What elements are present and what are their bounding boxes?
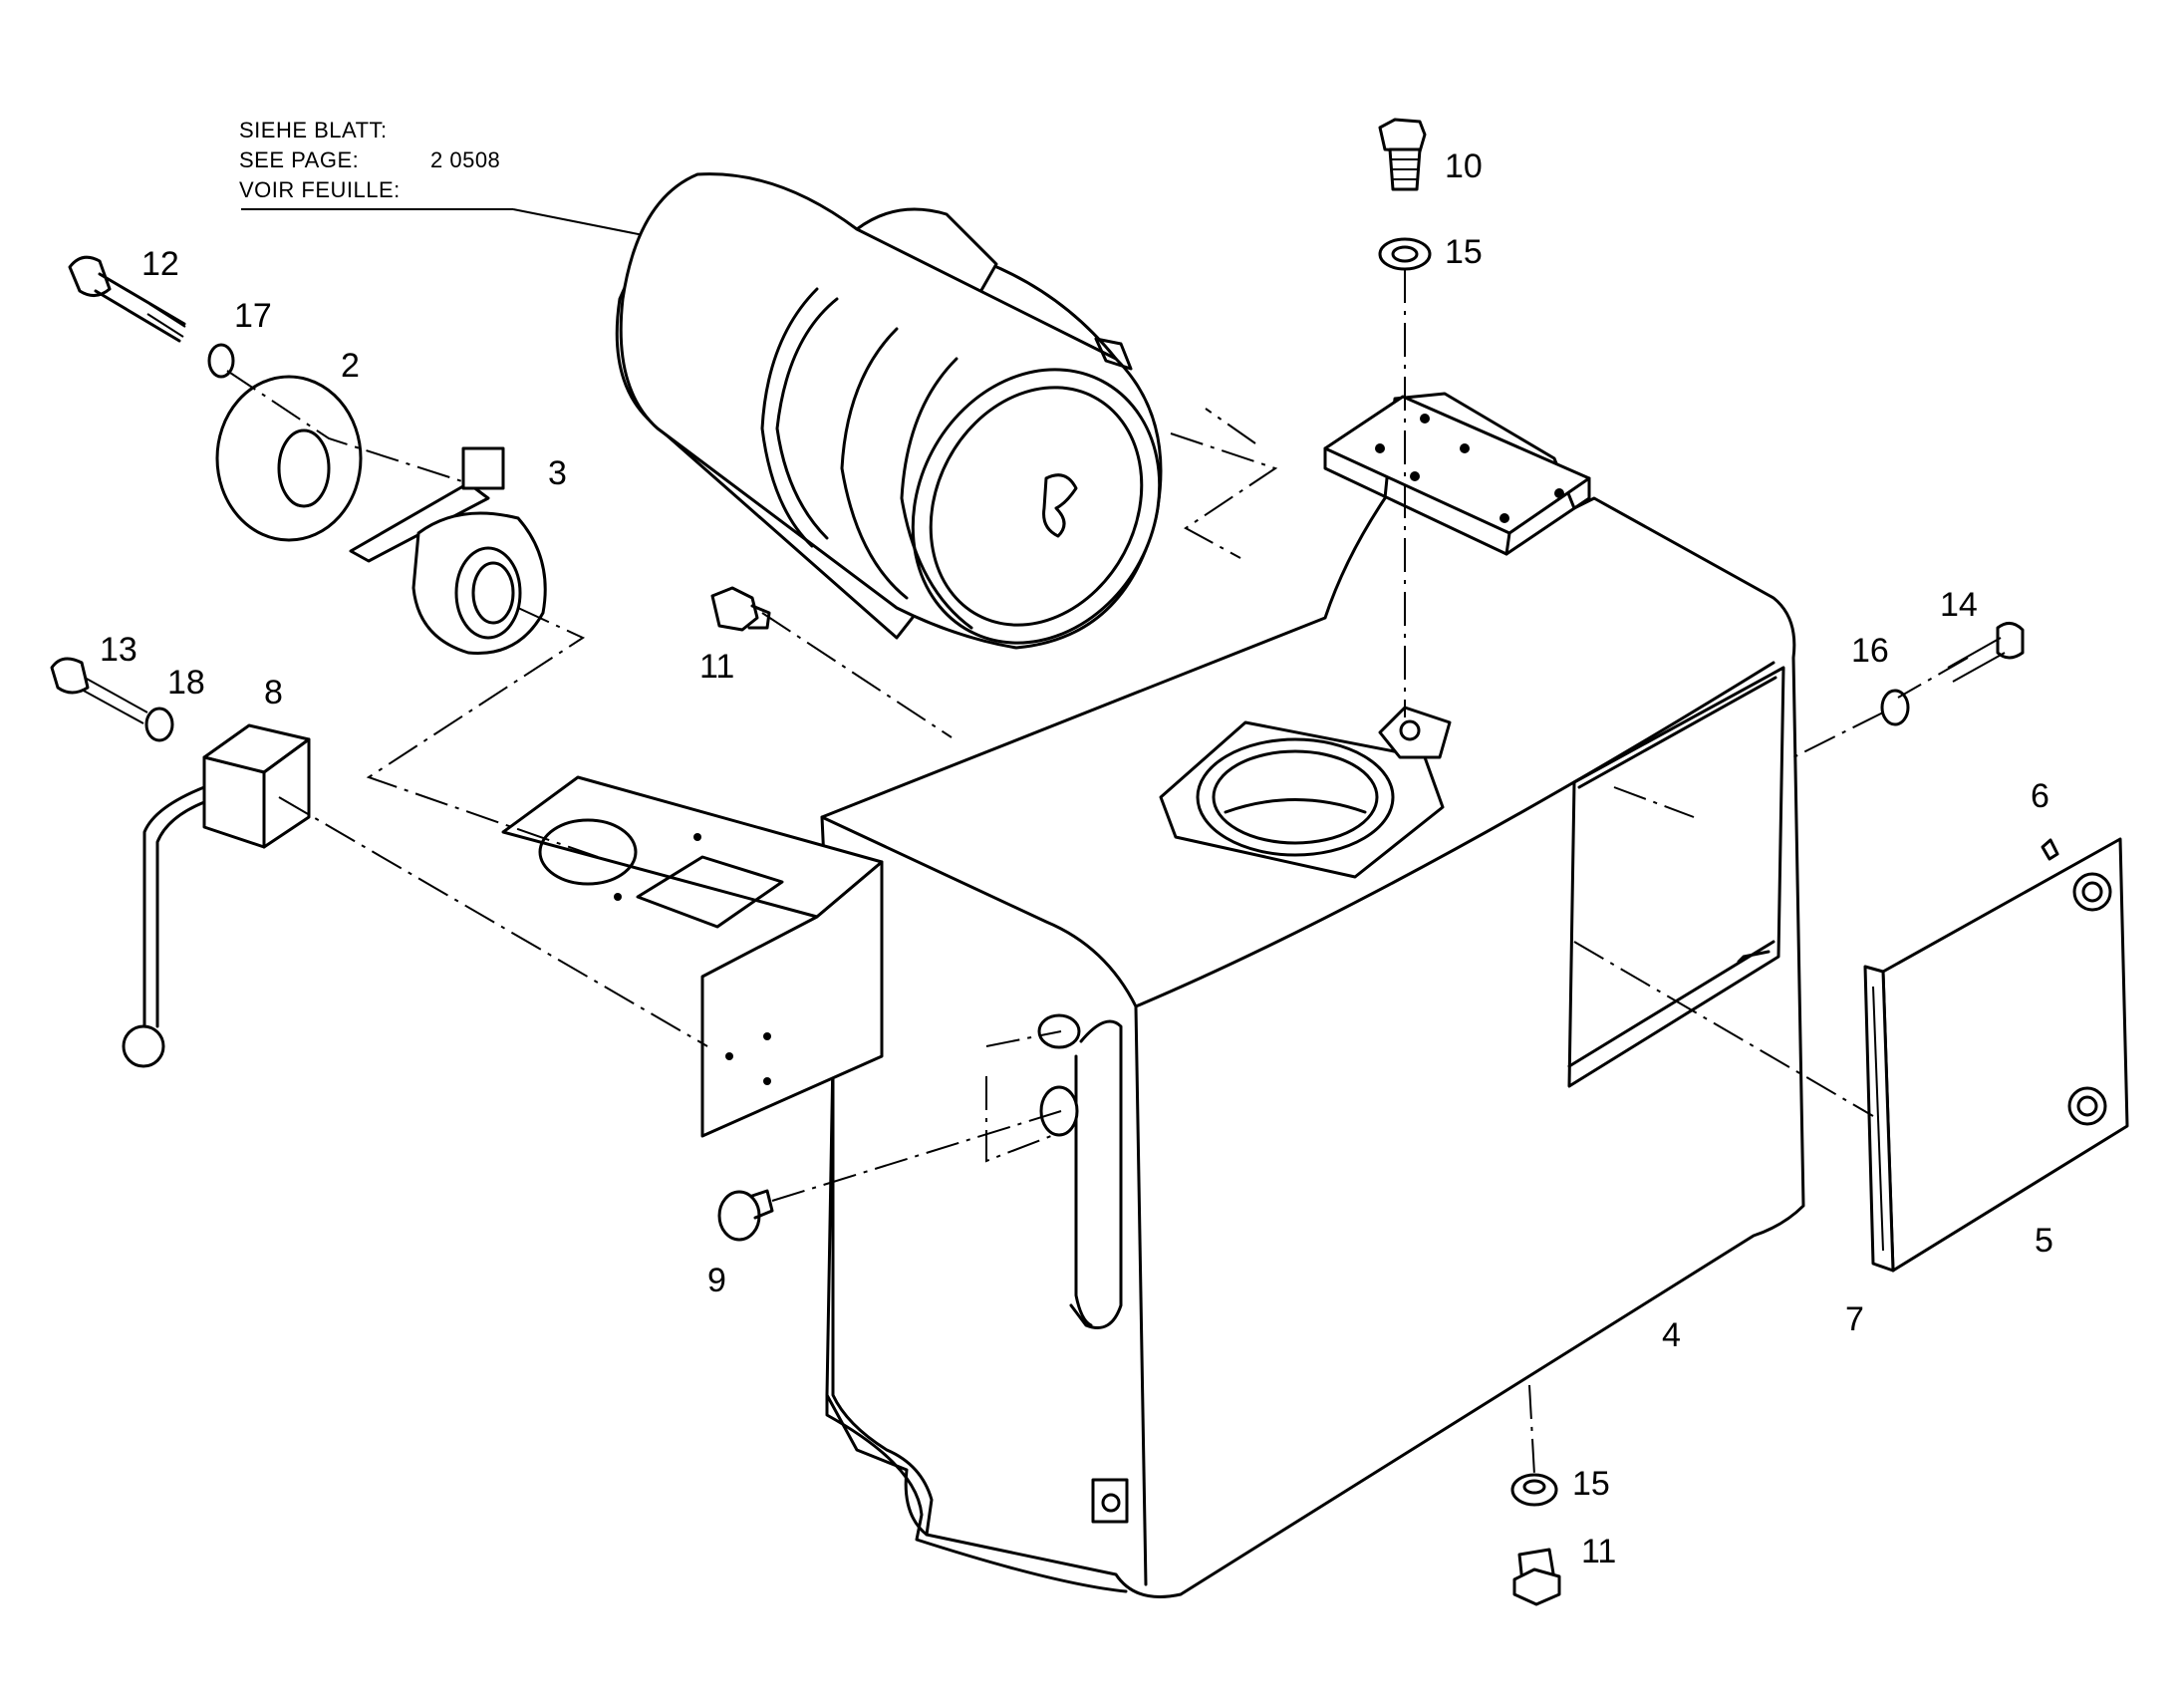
screw-12 [68,255,186,343]
ref-page-value: 2 0508 [430,147,501,172]
washer-18 [144,707,174,742]
callout-10: 10 [1445,147,1483,185]
callout-14: 14 [1940,586,1978,624]
callout-15-lower: 15 [1572,1465,1610,1503]
callout-11-lower: 11 [1581,1533,1617,1570]
screw-10 [1378,118,1427,191]
screw-14 [1947,622,2025,683]
air-filter [615,172,1163,650]
washer-15-lower [1510,1473,1558,1507]
reference-note: SIEHE BLATT: SEE PAGE: 2 0508 VOIR FEUILL… [239,116,500,205]
ref-label-fr: VOIR FEUILLE: [239,177,401,202]
callout-3: 3 [548,454,567,492]
assembly-centerlines [226,269,1969,1476]
callout-18: 18 [167,664,205,702]
plug-9 [717,1189,774,1242]
callout-5: 5 [2035,1222,2053,1260]
tank-body [501,392,1805,1598]
callout-7: 7 [1845,1300,1864,1338]
callout-17: 17 [234,297,272,335]
ref-label-en: SEE PAGE: [239,147,360,172]
callout-9: 9 [707,1262,726,1299]
washer-16 [1880,689,1910,726]
plug-11-upper [710,586,771,632]
callout-8: 8 [264,674,283,711]
callout-15-upper: 15 [1445,233,1483,271]
washer-15-upper [1378,237,1432,271]
cover-plate [1881,837,2129,1273]
callout-6: 6 [2031,777,2049,815]
callout-2: 2 [341,347,360,385]
screw-13 [50,657,148,724]
callout-13: 13 [100,631,137,669]
plug-11-lower [1512,1548,1561,1606]
ball-valve [349,446,547,655]
level-indicator [122,723,311,1068]
flange [215,375,363,542]
washer-17 [207,343,235,379]
callout-12: 12 [141,245,179,283]
callout-4: 4 [1662,1316,1681,1354]
callout-11-upper: 11 [699,648,735,686]
callout-16: 16 [1851,632,1889,670]
gasket [1863,965,1895,1273]
ref-label-de: SIEHE BLATT: [239,118,388,142]
